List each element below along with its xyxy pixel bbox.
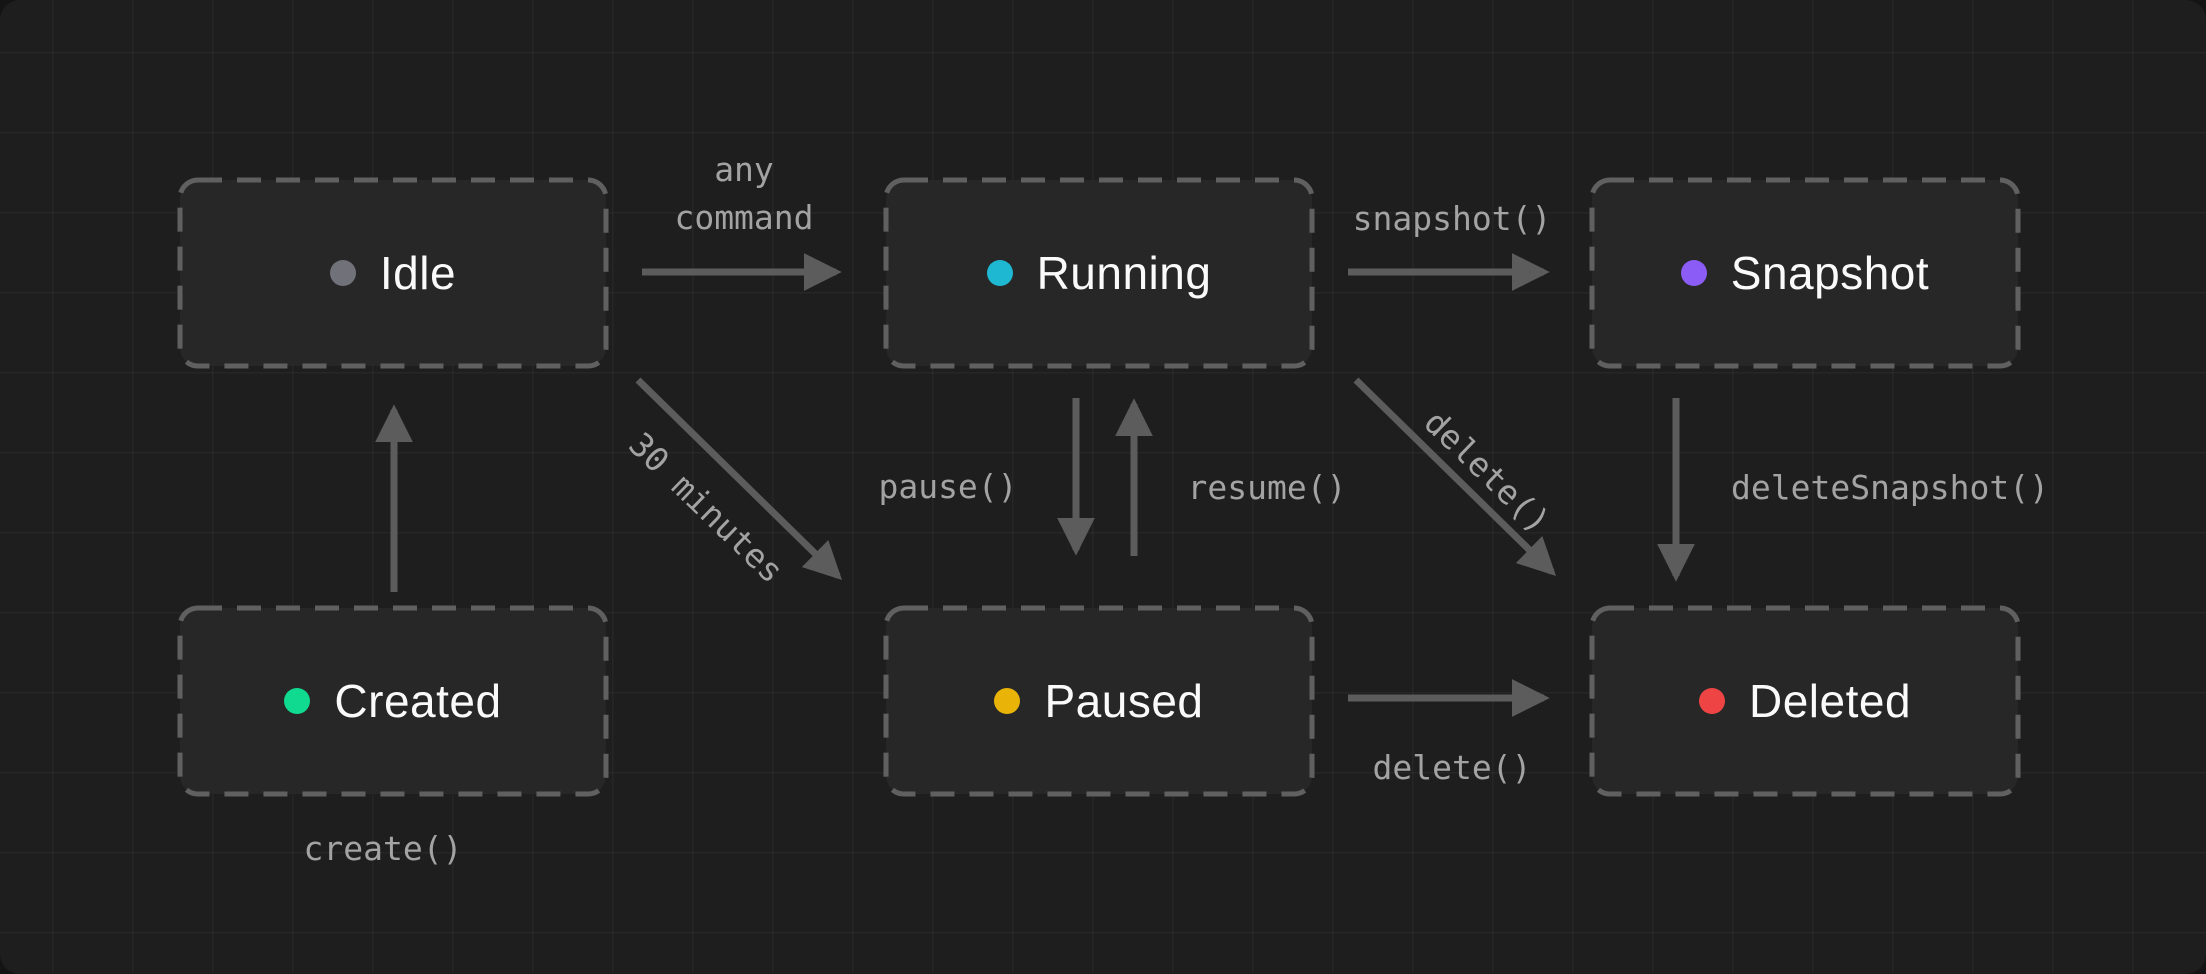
- state-box-paused: [883, 605, 1315, 797]
- edge-label-delete-snapshot: deleteSnapshot(): [1731, 468, 2049, 508]
- state-dot: [284, 688, 311, 714]
- state-label: Created: [334, 675, 502, 727]
- arrow-idle-to-paused: [635, 377, 843, 580]
- state-box-running: [883, 177, 1315, 369]
- state-dot: [329, 260, 356, 286]
- state-node-deleted: Deleted: [1592, 608, 2018, 794]
- state-label: Paused: [1044, 675, 1204, 727]
- state-box-idle: [177, 177, 609, 369]
- state-label: Idle: [379, 247, 457, 299]
- edge-label-snapshot: snapshot(): [1352, 199, 1552, 239]
- state-label: Deleted: [1748, 675, 1912, 727]
- edge-label-delete-from-paused: delete(): [1372, 748, 1532, 788]
- state-dot: [1680, 260, 1707, 286]
- arrow-running-to-deleted: [1353, 377, 1557, 576]
- edge-label-pause: pause(): [878, 467, 1018, 507]
- state-node-snapshot: Snapshot: [1592, 180, 2018, 366]
- state-label: Snapshot: [1730, 247, 1930, 299]
- state-box-deleted: [1589, 605, 2021, 797]
- state-node-running: Running: [886, 180, 1312, 366]
- state-label: Running: [1036, 247, 1212, 299]
- edge-label-create: create(): [303, 829, 463, 869]
- state-box-created: [177, 605, 609, 797]
- state-dot: [986, 260, 1013, 286]
- state-dot: [994, 688, 1021, 714]
- state-node-created: Created: [180, 608, 606, 794]
- state-node-paused: Paused: [886, 608, 1312, 794]
- edge-label-resume: resume(): [1187, 468, 1347, 508]
- state-node-idle: Idle: [180, 180, 606, 366]
- edge-label-any-command: any command: [674, 150, 814, 237]
- state-dot: [1698, 688, 1725, 714]
- state-box-snapshot: [1589, 177, 2021, 369]
